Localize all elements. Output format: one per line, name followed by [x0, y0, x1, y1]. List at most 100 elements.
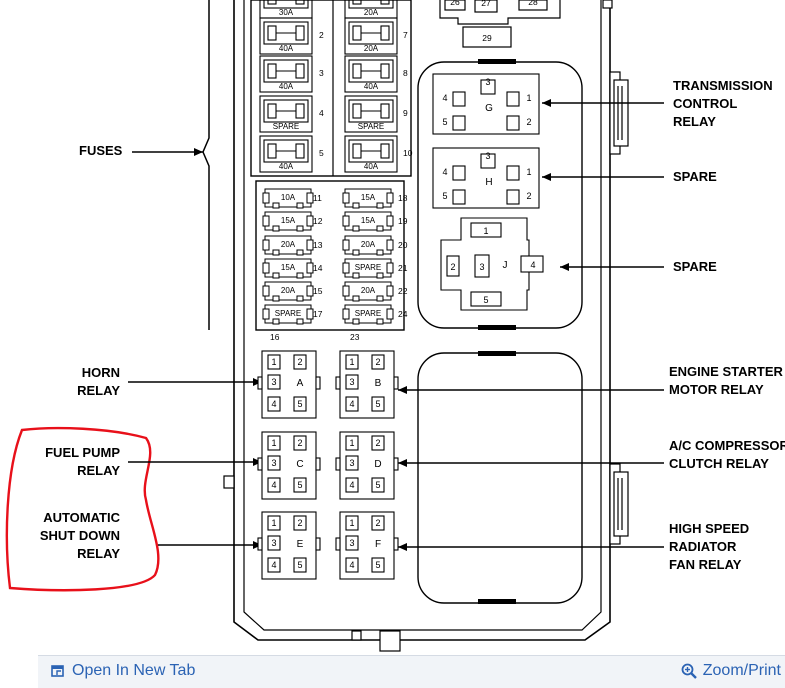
fuse-rating: 40A — [279, 162, 294, 171]
starter-relay-label: MOTOR RELAY — [669, 382, 764, 397]
mini-fuse-left: 10A — [262, 188, 314, 209]
fuse-number: 9 — [403, 108, 408, 118]
fuse-rating: SPARE — [273, 122, 300, 131]
fuse-number: 13 — [313, 240, 323, 250]
fuse-number: 19 — [398, 216, 408, 226]
transmission-relay-label: CONTROL — [673, 96, 737, 111]
relay-pin: 1 — [271, 518, 276, 528]
big-fuse-left: 30A — [259, 0, 313, 19]
relay-pin: 4 — [442, 167, 447, 177]
ac-relay-label: CLUTCH RELAY — [669, 456, 769, 471]
bottom-nub-1 — [351, 630, 362, 641]
fuse-number: 20 — [398, 240, 408, 250]
relay-letter: E — [297, 539, 304, 550]
top-right-tab — [602, 0, 613, 9]
housing-inner — [243, 0, 602, 631]
fuse-rating: 40A — [364, 162, 379, 171]
relay-pin: 5 — [297, 399, 302, 409]
relay-pin: 1 — [271, 438, 276, 448]
relay-letter: D — [374, 459, 381, 470]
big-fuse-left: 40A — [259, 135, 313, 173]
mini-fuse-right: 15A — [342, 211, 394, 232]
relay-pin: 3 — [349, 458, 354, 468]
relay-pin: 5 — [297, 480, 302, 490]
arrow-ac — [398, 459, 664, 467]
spare-j-label: SPARE — [673, 259, 717, 274]
big-fuse-left: 40A — [259, 55, 313, 93]
arrow-horn — [128, 378, 262, 386]
relay-pin: 5 — [483, 295, 488, 305]
relay-pin: 3 — [271, 458, 276, 468]
relay-number: 27 — [481, 0, 491, 8]
mini-fuse-left: 15A — [262, 211, 314, 232]
mini-fuse-left: 20A — [262, 281, 314, 302]
fuse-box-diagram: 30A40A40ASPARE40A20A20A40ASPARE40A234578… — [5, 0, 785, 652]
mini-fuse-right: 20A — [342, 235, 394, 256]
big-fuse-right: 40A — [344, 135, 398, 173]
relay-pin: 4 — [271, 399, 276, 409]
relay-pin: 5 — [442, 191, 447, 201]
arrow-transmission — [542, 99, 664, 107]
fuse-number: 16 — [270, 332, 280, 342]
mini-fuse-left: 20A — [262, 235, 314, 256]
fuel-pump-relay-label: RELAY — [77, 463, 120, 478]
zone-bars — [478, 59, 516, 604]
fuse-rating: 20A — [364, 44, 379, 53]
relay-pin: 2 — [375, 357, 380, 367]
relay-letter: G — [485, 103, 493, 114]
fuse-number: 14 — [313, 263, 323, 273]
top-relay-cluster — [439, 0, 561, 48]
open-in-new-tab-label: Open In New Tab — [72, 662, 196, 679]
mini-fuse-right: 15A — [342, 188, 394, 209]
arrow-spare-j — [560, 263, 664, 271]
relay-pin: 2 — [526, 117, 531, 127]
bottom-nub-2 — [379, 630, 401, 652]
fuses-bracket — [202, 0, 210, 330]
fuse-number: 17 — [313, 309, 323, 319]
fuse-rating: 20A — [364, 8, 379, 17]
relay-pin: 1 — [349, 518, 354, 528]
fuse-number: 5 — [319, 148, 324, 158]
relay-pin: 4 — [530, 260, 535, 270]
fuse-number: 15 — [313, 286, 323, 296]
relay-pin: 3 — [485, 77, 490, 87]
fuse-rating: SPARE — [355, 309, 382, 318]
relay-pin: 4 — [271, 560, 276, 570]
relay-pin: 5 — [375, 560, 380, 570]
relay-pin: 1 — [271, 357, 276, 367]
relay-pin: 1 — [526, 93, 531, 103]
ac-relay-label: A/C COMPRESSOR — [669, 438, 785, 453]
fuse-number: 23 — [350, 332, 360, 342]
fuse-number: 22 — [398, 286, 408, 296]
relay-pin: 2 — [375, 438, 380, 448]
fuse-number: 11 — [313, 193, 322, 203]
bottom-toolbar: Open In New Tab Zoom/Print — [38, 655, 785, 688]
relay-pin: 1 — [526, 167, 531, 177]
relay-pin: 5 — [442, 117, 447, 127]
open-in-new-tab-link[interactable]: Open In New Tab — [50, 662, 195, 680]
mini-fuse-right: SPARE — [342, 258, 394, 279]
relay-letter: J — [503, 260, 508, 271]
fuse-rating: 20A — [361, 286, 376, 295]
fuse-number: 21 — [398, 263, 408, 273]
relay-pin: 1 — [349, 357, 354, 367]
relay-pin: 4 — [349, 399, 354, 409]
relay-pin: 2 — [526, 191, 531, 201]
fuse-rating: 15A — [281, 263, 296, 272]
asd-relay-label: RELAY — [77, 546, 120, 561]
transmission-relay-label: RELAY — [673, 114, 716, 129]
zoom-print-link[interactable]: Zoom/Print — [681, 662, 781, 680]
relay-pin: 2 — [297, 357, 302, 367]
fuse-number: 8 — [403, 68, 408, 78]
relay-letter: C — [296, 459, 303, 470]
arrow-fan — [398, 543, 664, 551]
relay-pin: 4 — [271, 480, 276, 490]
fuse-rating: 40A — [364, 82, 379, 91]
mini-fuse-left: SPARE — [262, 304, 314, 325]
relay-pin: 3 — [349, 538, 354, 548]
